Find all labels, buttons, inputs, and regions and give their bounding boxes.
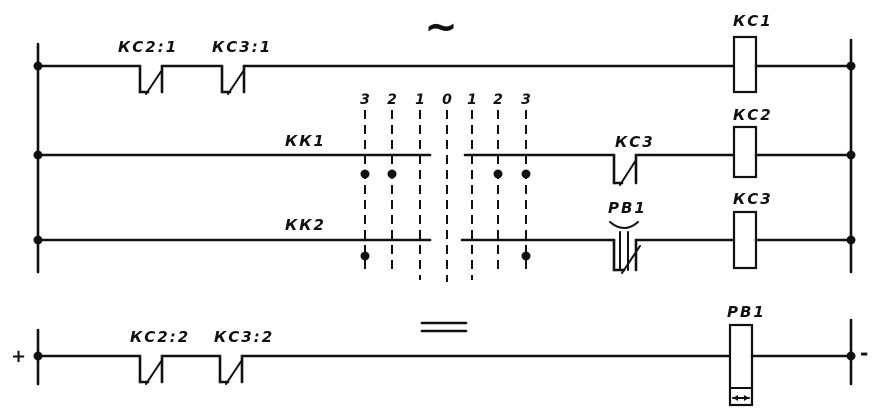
coil-kc2 bbox=[732, 125, 758, 179]
position-label: 1 bbox=[467, 92, 477, 108]
ac-supply-symbol: ~ bbox=[424, 4, 458, 50]
coil-kc1 bbox=[732, 35, 758, 94]
contact-kc2-1 bbox=[138, 64, 164, 95]
switch-contact-dot bbox=[360, 169, 370, 179]
position-label: 1 bbox=[415, 92, 425, 108]
position-label: 0 bbox=[442, 92, 452, 108]
label-kk1: КК1 bbox=[285, 132, 326, 150]
coil-kc3 bbox=[732, 210, 758, 270]
label-kc2-1: КС2:1 bbox=[118, 38, 178, 56]
position-label: 3 bbox=[521, 92, 531, 108]
label-kc2: КС2 bbox=[733, 106, 773, 124]
rung-1: КС2:1 КС3:1 КС1 bbox=[33, 12, 856, 95]
dc-section: = + - КС2: bbox=[11, 303, 868, 407]
contact-kc2-2 bbox=[138, 354, 164, 385]
position-label: 2 bbox=[493, 92, 503, 108]
switch-contact-dot bbox=[387, 169, 397, 179]
label-kc2-2: КС2:2 bbox=[130, 328, 190, 346]
rung-2: КК1 КС3 КС2 bbox=[33, 106, 856, 186]
rung-3: КК2 РВ1 КС3 bbox=[33, 190, 856, 274]
contact-rv1 bbox=[609, 221, 641, 274]
switch-contact-dot bbox=[360, 251, 370, 261]
switch-contact-dot bbox=[521, 251, 531, 261]
switch-contact-dot bbox=[521, 169, 531, 179]
label-kc3-contact: КС3 bbox=[615, 133, 655, 151]
position-label: 3 bbox=[360, 92, 370, 108]
label-kc3-2: КС3:2 bbox=[214, 328, 274, 346]
plus-terminal: + bbox=[11, 346, 26, 367]
label-kc3-1: КС3:1 bbox=[212, 38, 272, 56]
position-label: 2 bbox=[387, 92, 397, 108]
contact-kc3-1 bbox=[220, 64, 246, 95]
label-kk2: КК2 bbox=[285, 216, 326, 234]
label-kc3: КС3 bbox=[733, 190, 773, 208]
coil-rv1 bbox=[728, 323, 754, 407]
label-rv1-contact: РВ1 bbox=[608, 199, 647, 217]
switch-contact-dot bbox=[493, 169, 503, 179]
label-rv1: РВ1 bbox=[727, 303, 766, 321]
dc-supply-symbol: = bbox=[441, 327, 442, 329]
minus-terminal: - bbox=[860, 341, 868, 365]
switch-positions: 3 2 1 0 1 2 3 bbox=[360, 92, 531, 282]
contact-kc3 bbox=[612, 153, 638, 186]
label-kc1: КС1 bbox=[733, 12, 773, 30]
contact-kc3-2 bbox=[218, 354, 244, 385]
